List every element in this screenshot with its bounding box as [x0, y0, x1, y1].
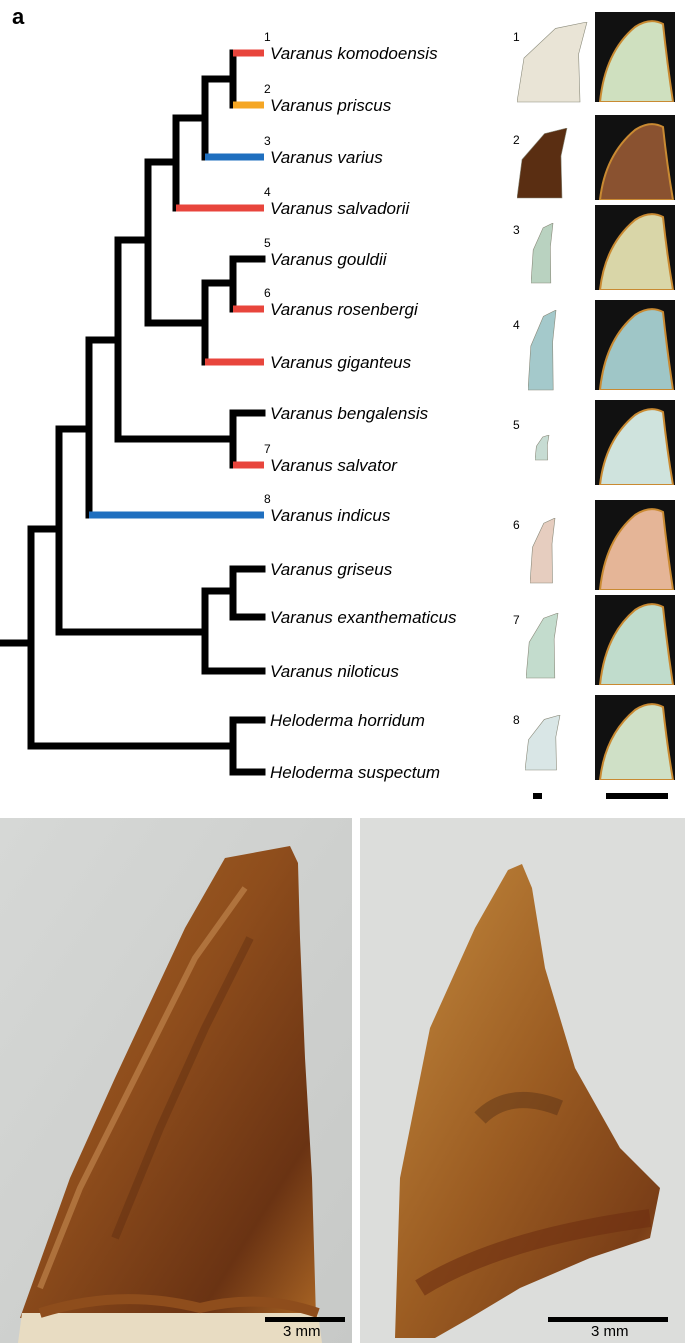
- taxon-label: Heloderma suspectum: [270, 763, 440, 782]
- scale-bar-small: [533, 793, 542, 799]
- tooth-number: 7: [513, 613, 520, 627]
- taxon-label: Varanus griseus: [270, 560, 393, 579]
- tooth-silhouette: [524, 715, 560, 771]
- tooth-closeup: [595, 205, 675, 290]
- taxon-number: 1: [264, 30, 271, 44]
- scale-bar-closeup: [606, 793, 668, 799]
- tooth-number: 3: [513, 223, 520, 237]
- taxon-label: Varanus varius: [270, 148, 383, 167]
- tree-branches: [0, 49, 266, 776]
- panel-label-a: a: [12, 4, 25, 29]
- taxon-number: 5: [264, 236, 271, 250]
- tooth-number: 5: [513, 418, 520, 432]
- tooth-number: 8: [513, 713, 520, 727]
- scale-bar-c: [548, 1317, 668, 1322]
- tooth-silhouette: [528, 310, 557, 391]
- photo-panel-c: [360, 818, 685, 1343]
- taxon-label: Heloderma horridum: [270, 711, 425, 730]
- taxon-label: Varanus salvadorii: [270, 199, 410, 218]
- tooth-number: 2: [513, 133, 520, 147]
- tooth-silhouette: [526, 612, 559, 678]
- taxon-label: Varanus indicus: [270, 506, 391, 525]
- tooth-number: 6: [513, 518, 520, 532]
- tooth-closeup: [595, 695, 675, 780]
- taxon-number: 7: [264, 442, 271, 456]
- taxon-label: Varanus bengalensis: [270, 404, 429, 423]
- taxon-label: Varanus niloticus: [270, 662, 399, 681]
- tooth-photo-c: [360, 818, 685, 1343]
- taxon-number: 3: [264, 134, 271, 148]
- tooth-closeup: [595, 500, 675, 590]
- taxon-label: Varanus priscus: [270, 96, 392, 115]
- colored-terminal-branches: [89, 49, 264, 519]
- tooth-closeup: [595, 115, 675, 200]
- taxon-number: 2: [264, 82, 271, 96]
- tooth-closeup: [595, 595, 675, 685]
- tooth-number: 4: [513, 318, 520, 332]
- taxon-label: Varanus exanthematicus: [270, 608, 457, 627]
- taxon-label: Varanus rosenbergi: [270, 300, 419, 319]
- tooth-silhouette: [517, 127, 568, 198]
- taxon-number: 6: [264, 286, 271, 300]
- scale-label-c: 3 mm: [591, 1323, 629, 1340]
- taxon-number: 8: [264, 492, 271, 506]
- taxon-label: Varanus komodoensis: [270, 44, 438, 63]
- tooth-closeup: [595, 12, 675, 102]
- tooth-photo-b: [0, 818, 352, 1343]
- scale-bar-b: [265, 1317, 345, 1322]
- taxon-label: Varanus giganteus: [270, 353, 412, 372]
- tooth-silhouette: [529, 517, 555, 583]
- tooth-number: 1: [513, 30, 520, 44]
- scale-label-b: 3 mm: [283, 1323, 321, 1340]
- tooth-closeup: [595, 400, 675, 485]
- tooth-silhouette: [535, 435, 550, 461]
- tooth-silhouette: [531, 222, 554, 283]
- photo-panel-b: [0, 818, 352, 1343]
- tooth-silhouette: [517, 22, 588, 103]
- taxon-number: 4: [264, 185, 271, 199]
- tooth-column: 1 2 3 4 5 6 7 8: [495, 0, 685, 810]
- tooth-closeup: [595, 300, 675, 390]
- taxon-label: Varanus gouldii: [270, 250, 388, 269]
- taxon-label: Varanus salvator: [270, 456, 398, 475]
